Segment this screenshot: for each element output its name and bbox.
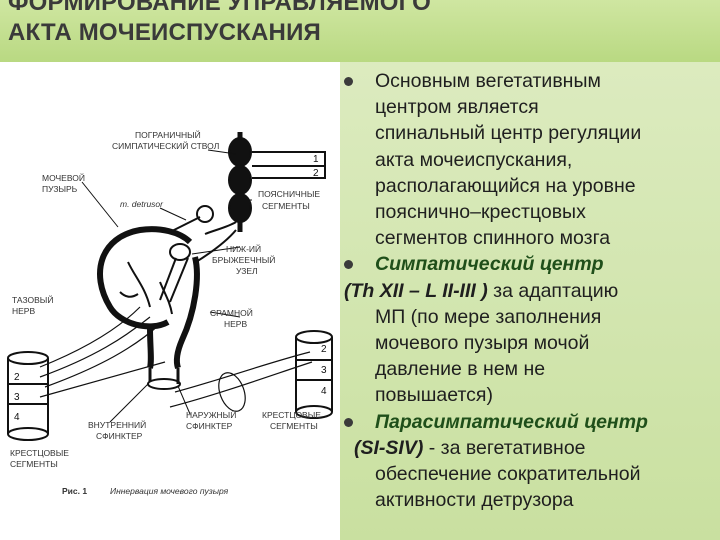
left-n4: 4 [14,412,20,423]
sympathetic-role: за адаптацию [487,279,619,302]
slide-title: ФОРМИРОВАНИЕ УПРАВЛЯЕМОГО АКТА МОЧЕИСПУС… [8,0,431,48]
innervation-diagram: 1 2 [7,129,333,496]
p1-line-2: центром является [375,96,539,119]
p1-line-7: сегментов спинного мозга [375,227,611,250]
text-panel-background [340,62,720,540]
hypogastric-nerve [169,205,237,263]
label-n2: 2 [313,168,319,179]
mesenteric-ganglion [159,243,191,303]
parasympathetic-range-line: (SI-SIV) - за вегетативное [344,435,716,461]
p1-line-3: спинальный центр регуляции [375,122,642,145]
label-pelvic-2: НЕРВ [12,306,35,316]
label-ganglion-1: НИЖ-ИЙ [226,243,261,254]
pudendal-nerve-lines [169,351,313,412]
label-lumbar-2: СЕГМЕНТЫ [262,201,310,211]
label-ganglion-3: УЗЕЛ [236,266,258,276]
p1-line-5: располагающийся на уровне [375,174,636,197]
label-bladder-1: МОЧЕВОЙ [42,172,85,183]
title-line-2: АКТА МОЧЕИСПУСКАНИЯ [8,19,321,46]
sympathetic-range-line: (Th XII – L II-III ) за адаптацию [344,278,716,304]
left-sacral-cylinder: 2 3 4 [7,351,49,441]
label-bladder-2: ПУЗЫРЬ [42,184,78,194]
p1-line-6: пояснично–крестцовых [375,201,586,224]
leader-lines [81,149,252,423]
p2-line-4: мочевого пузыря мочой [375,332,590,355]
pelvic-nerve-lines [39,306,166,398]
label-sacral-right-2: СЕГМЕНТЫ [270,421,318,431]
label-border-trunk-1: ПОГРАНИЧНЫЙ [135,129,201,140]
p1-line-1: Основным вегетативным [375,70,601,92]
caption-number: Рис. 1 [62,486,87,496]
label-pudendal-1: СРАМНОЙ [210,307,253,318]
left-n3: 3 [14,392,20,403]
right-n3: 3 [321,365,327,376]
label-detrusor: m. detrusor [120,199,164,209]
label-outer-sphincter-2: СФИНКТЕР [186,421,233,431]
text-block: Основным вегетативным центром является с… [344,68,716,513]
sympathetic-heading: Симпатический центр [375,253,604,276]
lumbar-segment-lines: 1 2 [252,151,326,179]
p1-line-4: акта мочеиспускания, [375,148,573,171]
parasympathetic-role: - за вегетативное [423,436,586,459]
label-lumbar-1: ПОЯСНИЧНЫЕ [258,189,320,199]
label-sacral-left-1: КРЕСТЦОВЫЕ [10,448,69,458]
right-sacral-cylinder: 2 3 4 [295,330,333,419]
caption-text: Иннервация мочевого пузыря [110,486,229,496]
parasympathetic-range: (SI-SIV) [354,436,424,459]
title-line-1: ФОРМИРОВАНИЕ УПРАВЛЯЕМОГО [8,0,432,16]
bullet-icon [344,77,353,86]
bullet-icon [344,417,353,427]
right-n2: 2 [321,344,327,355]
label-ganglion-2: БРЫЖЕЕЧНЫЙ [212,254,275,265]
p3-line-4: активности детрузора [375,489,574,512]
p3-line-3: обеспечение сократительной [375,463,641,486]
p2-line-3: МП (по мере заполнения [375,305,602,328]
paragraph-sympathetic: Симпатический центр (Th XII – L II-III )… [344,251,716,408]
paragraph-spinal-center: Основным вегетативным центром является с… [344,68,716,251]
label-sacral-left-2: СЕГМЕНТЫ [10,459,58,469]
bladder-innervation-figure: 1 2 [0,62,340,540]
label-pudendal-2: НЕРВ [224,319,247,329]
p2-line-5: давление в нем не [375,358,546,381]
label-sacral-right-1: КРЕСТЦОВЫЕ [262,410,321,420]
label-border-trunk-2: СИМПАТИЧЕСКИЙ СТВОЛ [112,140,219,151]
right-n4: 4 [321,386,327,397]
p2-line-6: повышается) [375,384,493,407]
label-outer-sphincter-1: НАРУЖНЫЙ [186,409,236,420]
label-n1: 1 [313,154,319,165]
label-inner-sphincter-2: СФИНКТЕР [96,431,143,441]
sympathetic-range: (Th XII – L II-III ) [344,279,488,302]
sphincter-shapes [147,368,181,390]
left-n2: 2 [14,372,20,383]
bullet-icon [344,260,353,270]
figure-labels: ПОГРАНИЧНЫЙ СИМПАТИЧЕСКИЙ СТВОЛ МОЧЕВОЙ … [10,129,321,496]
label-inner-sphincter-1: ВНУТРЕННИЙ [88,419,146,430]
label-pelvic-1: ТАЗОВЫЙ [12,294,53,305]
sympathetic-trunk [228,132,252,232]
parasympathetic-heading: Парасимпатический центр [375,410,648,433]
title-band [0,0,720,62]
paragraph-parasympathetic: Парасимпатический центр (SI-SIV) - за ве… [344,409,716,514]
